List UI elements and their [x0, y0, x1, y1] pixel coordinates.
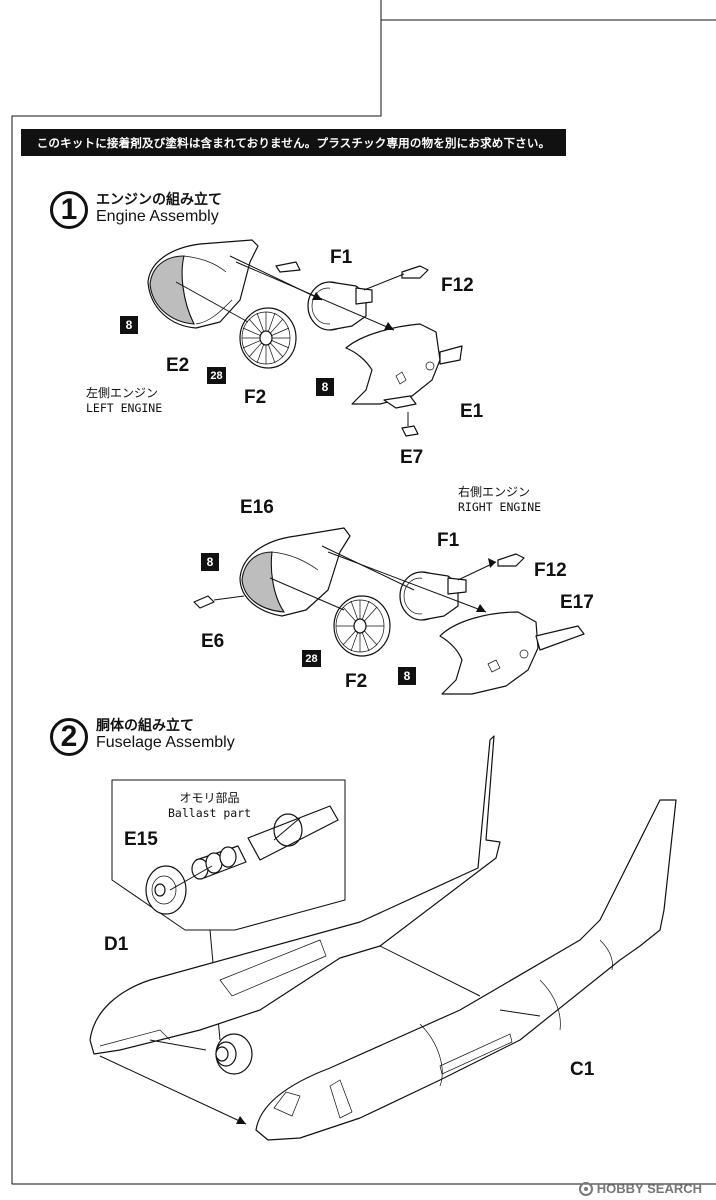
right-cone-f12 — [497, 553, 525, 567]
label-e7: E7 — [400, 447, 424, 468]
right-fan-f2 — [333, 595, 391, 657]
step-title-jp: エンジンの組み立て — [96, 192, 222, 208]
paint-ref-e1: 8 — [316, 378, 334, 396]
step-title-en: Engine Assembly — [96, 208, 219, 226]
left-core-f1 — [307, 281, 373, 331]
part-clip-shape — [275, 261, 301, 273]
step-title-jp: 胴体の組み立て — [96, 718, 194, 734]
label-e1: E1 — [460, 401, 484, 422]
label-f12-right: F12 — [534, 560, 567, 581]
hobbysearch-logo-icon — [578, 1181, 593, 1196]
right-cowl-half-e16 — [239, 527, 351, 617]
paint-ref-f2-left: 28 — [207, 367, 226, 384]
left-engine-caption: 左側エンジン LEFT ENGINE — [86, 386, 162, 416]
label-e15: E15 — [124, 829, 158, 850]
right-nacelle-e17 — [439, 611, 585, 695]
fuselage-assembly-lines — [99, 945, 541, 1125]
paint-ref-e16: 8 — [201, 553, 219, 571]
label-e2: E2 — [166, 355, 190, 376]
ballast-caption-jp: オモリ部品 — [179, 791, 240, 805]
label-c1: C1 — [570, 1059, 595, 1080]
fuselage-half-d1 — [89, 735, 501, 1055]
step-title-2: 胴体の組み立て Fuselage Assembly — [96, 718, 235, 752]
left-engine-exploded-view — [147, 239, 463, 437]
part-e7-shape — [401, 425, 419, 437]
part-e6-shape — [193, 595, 215, 609]
right-engine-exploded-view — [193, 527, 585, 695]
ballast-caption: オモリ部品 Ballast part — [168, 791, 251, 821]
label-e16: E16 — [240, 497, 274, 518]
left-engine-caption-jp: 左側エンジン — [86, 386, 159, 400]
left-cowl-half-e2 — [147, 239, 259, 329]
label-e6: E6 — [201, 631, 225, 652]
fuselage-nose-half-detail — [247, 805, 339, 861]
label-f12-left: F12 — [441, 275, 474, 296]
left-nacelle-e1 — [345, 323, 463, 409]
right-engine-caption-jp: 右側エンジン — [458, 485, 531, 499]
label-f2-right: F2 — [345, 671, 368, 692]
paint-ref-f2-right: 28 — [302, 650, 321, 667]
right-engine-caption: 右側エンジン RIGHT ENGINE — [458, 485, 541, 515]
step-number-1: 1 — [50, 191, 88, 229]
fuselage-half-c1 — [255, 799, 677, 1141]
ballast-part-e15 — [145, 845, 247, 915]
left-fan-f2 — [239, 307, 297, 369]
label-e17: E17 — [560, 592, 594, 613]
step-title-en: Fuselage Assembly — [96, 734, 235, 752]
step-number-2: 2 — [50, 718, 88, 756]
paint-ref-e2: 8 — [120, 316, 138, 334]
watermark: HOBBY SEARCH — [578, 1181, 702, 1196]
left-engine-caption-en: LEFT ENGINE — [86, 401, 163, 415]
left-cone-f12 — [401, 265, 429, 279]
right-engine-caption-en: RIGHT ENGINE — [458, 500, 542, 514]
step-title-1: エンジンの組み立て Engine Assembly — [96, 192, 222, 226]
label-d1: D1 — [104, 934, 129, 955]
label-f1-left: F1 — [330, 247, 353, 268]
notice-banner: このキットに接着剤及び塗料は含まれておりません。プラスチック専用の物を別にお求め… — [21, 129, 566, 156]
label-f2-left: F2 — [244, 387, 267, 408]
paint-ref-e17: 8 — [398, 667, 416, 685]
watermark-text: HOBBY SEARCH — [596, 1181, 702, 1196]
ballast-callout-box — [111, 779, 346, 931]
label-f1-right: F1 — [437, 530, 460, 551]
ballast-weight — [215, 1033, 253, 1075]
ballast-caption-en: Ballast part — [168, 806, 252, 820]
